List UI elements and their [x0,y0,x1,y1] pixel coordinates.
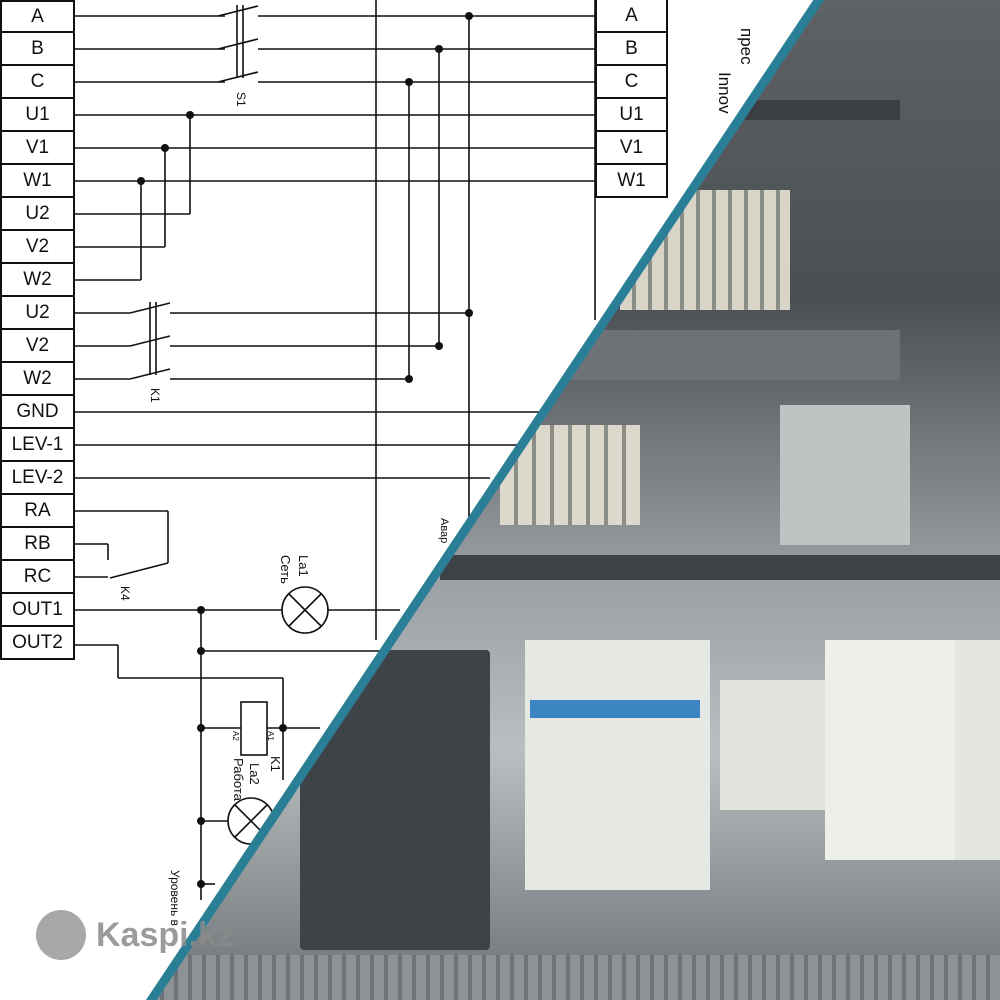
terminal-w1: W1 [0,165,75,198]
text-prec: прес [737,28,756,65]
terminal-ra: RA [0,495,75,528]
terminal-v2: V2 [0,330,75,363]
output-terminal-b: B [595,33,668,66]
terminal-u2: U2 [0,297,75,330]
output-terminal-w1: W1 [595,165,668,198]
terminal-u1: U1 [0,99,75,132]
lamp-la2-label: La2 [247,763,262,785]
terminal-rb: RB [0,528,75,561]
text-innov: Innov [715,72,734,114]
contactor-k1-label: K1 [148,388,162,403]
terminal-rc: RC [0,561,75,594]
watermark-text: Kaspi.kz [96,915,234,954]
coil-a1-label: A1 [266,731,275,741]
output-terminal-c: C [595,66,668,99]
terminal-v1: V1 [0,132,75,165]
coil-a2-label: A2 [231,731,240,741]
output-terminal-a: A [595,0,668,33]
terminal-u2: U2 [0,198,75,231]
switch-s1-label: S1 [234,92,248,107]
terminal-out2: OUT2 [0,627,75,660]
terminal-v2: V2 [0,231,75,264]
terminal-c: C [0,66,75,99]
lamp-la1-name: Сеть [278,555,293,584]
alarm-label: Авар [438,518,450,544]
terminal-w2: W2 [0,363,75,396]
terminal-w2: W2 [0,264,75,297]
terminal-gnd: GND [0,396,75,429]
terminal-out1: OUT1 [0,594,75,627]
coil-k1-label: K1 [268,756,283,772]
lamp-la2-name: Работа [231,758,246,801]
terminal-lev-1: LEV-1 [0,429,75,462]
lamp-la1-label: La1 [296,555,311,577]
watermark: Kaspi.kz [36,910,234,960]
relay-k4-label: K4 [118,586,132,601]
terminal-lev-2: LEV-2 [0,462,75,495]
terminal-a: A [0,0,75,33]
terminal-b: B [0,33,75,66]
output-terminal-v1: V1 [595,132,668,165]
kaspi-logo-icon [36,910,86,960]
output-terminal-u1: U1 [595,99,668,132]
